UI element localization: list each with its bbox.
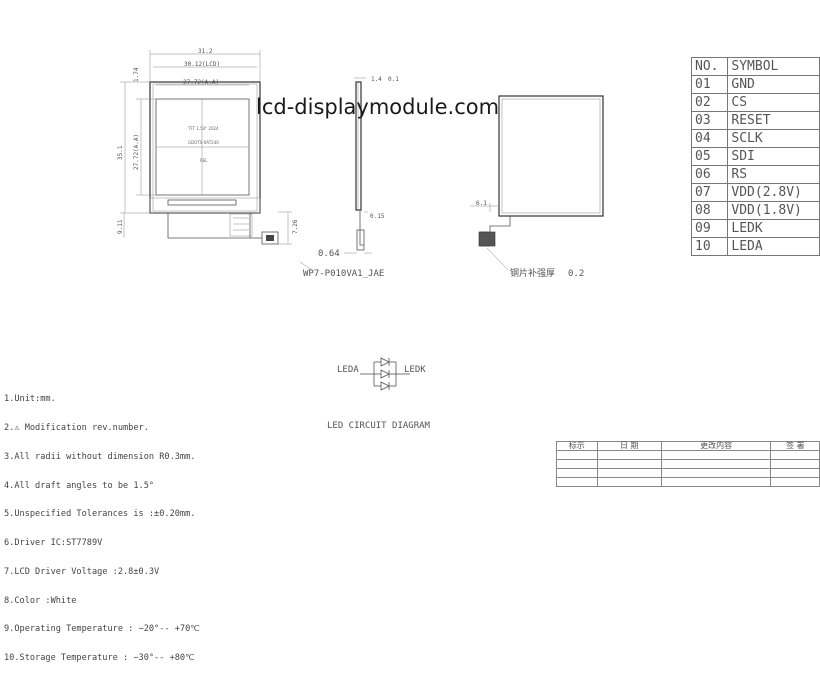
rev-col-date: 日 期	[596, 441, 662, 451]
table-row	[556, 450, 820, 460]
led-diode-1	[374, 357, 396, 367]
header-symbol: SYMBOL	[727, 57, 820, 76]
pin-no: 04	[690, 129, 729, 148]
led-label-leda: LEDA	[337, 365, 359, 375]
pin-no: 02	[690, 93, 729, 112]
pin-no: 08	[690, 201, 729, 220]
dim-width-total: 31.2	[198, 48, 213, 55]
revision-header: 标示 日 期 更改内容 签 署	[556, 441, 820, 451]
pin-no: 07	[690, 183, 729, 202]
pin-symbol: VDD(1.8V)	[727, 201, 820, 220]
dim-height-aa: 27.72(A.A)	[133, 134, 140, 170]
rev-col-sign: 签 署	[770, 441, 820, 451]
pin-no: 05	[690, 147, 729, 166]
side-dim-thickness: 1.4	[371, 76, 382, 83]
rev-col-mark: 标示	[556, 441, 598, 451]
pin-no: 06	[690, 165, 729, 184]
rev-col-content: 更改内容	[660, 441, 772, 451]
dim-bottom: 9.11	[117, 219, 124, 234]
pin-symbol: RS	[727, 165, 820, 184]
revision-table: 标示 日 期 更改内容 签 署	[556, 441, 820, 487]
note-line: 6.Driver IC:ST7789V	[4, 538, 103, 549]
pin-no: 03	[690, 111, 729, 130]
note-line: 1.Unit:mm.	[4, 394, 56, 405]
screen-text-1: TFT 1.54" 2024	[187, 126, 219, 131]
pin-symbol: RESET	[727, 111, 820, 130]
dim-top-offset: 1.74	[133, 67, 140, 82]
fpc-part-number: WP7-P010VA1_JAE	[303, 269, 384, 279]
dim-width-lcd: 30.12(LCD)	[184, 61, 220, 68]
back-dim-left: 6.1	[476, 200, 487, 207]
table-row	[556, 459, 820, 469]
pin-symbol: LEDK	[727, 219, 820, 238]
note-line: 3.All radii without dimension R0.3mm.	[4, 451, 196, 462]
pin-symbol: SDI	[727, 147, 820, 166]
pin-symbol: SCLK	[727, 129, 820, 148]
side-dim-fpc-thick: 0.15	[370, 213, 385, 220]
led-circuit-title: LED CIRCUIT DIAGRAM	[327, 421, 431, 431]
note-line: 8.Color :White	[4, 595, 77, 606]
side-view: 1.4 0.1 0.15 0.64 WP7-P010VA1_JAE	[299, 76, 399, 279]
stiffener-label: 钢片补强厚	[510, 267, 555, 279]
mechanical-drawing: TFT 1.54" 2024 GDOTS-0AT240 REL 31.2 30.…	[117, 48, 604, 431]
header-no: NO.	[690, 57, 729, 76]
note-line: 10.Storage Temperature : −30°-- +80℃	[4, 653, 195, 664]
table-row	[556, 468, 820, 478]
pin-symbol: LEDA	[727, 237, 820, 256]
front-view: TFT 1.54" 2024 GDOTS-0AT240 REL 31.2 30.…	[117, 48, 299, 245]
table-row	[556, 477, 820, 487]
note-line: 5.Unspecified Tolerances is :±0.20mm.	[4, 509, 196, 520]
led-circuit: LEDA LEDK LED CIRCUIT DIAGRAM	[327, 357, 431, 431]
pin-symbol: VDD(2.8V)	[727, 183, 820, 202]
dim-height-total: 35.1	[117, 145, 124, 160]
led-label-ledk: LEDK	[404, 365, 426, 375]
pin-symbol: CS	[727, 93, 820, 112]
note-line: 9.Operating Temperature : −20°-- +70℃	[4, 624, 200, 635]
pin-symbol: GND	[727, 75, 820, 94]
screen-text-2: GDOTS-0AT240	[188, 140, 219, 145]
pin-table-header: NO. SYMBOL	[690, 57, 820, 76]
screen-text-3: REL	[200, 158, 208, 163]
dim-fpc: 7.26	[292, 219, 299, 234]
back-view: 6.1 钢片补强厚 0.2	[470, 95, 604, 279]
watermark: lcd-displaymodule.com	[256, 95, 500, 119]
pin-no: 01	[690, 75, 729, 94]
note-line: 7.LCD Driver Voltage :2.8±0.3V	[4, 566, 160, 577]
led-diode-3	[374, 381, 396, 391]
notes-block: 1.Unit:mm. 2.⚠ Modification rev.number. …	[4, 376, 200, 673]
side-dim-thickness-tol: 0.1	[388, 76, 399, 83]
side-dim-bottom: 0.64	[318, 249, 340, 259]
pin-no: 10	[690, 237, 729, 256]
note-line: 2.⚠ Modification rev.number.	[4, 422, 149, 433]
dim-width-aa: 27.72(A.A)	[183, 79, 219, 86]
note-line: 4.All draft angles to be 1.5°	[4, 480, 155, 491]
led-diode-2	[374, 369, 396, 379]
pin-no: 09	[690, 219, 729, 238]
stiffener-value: 0.2	[568, 269, 584, 279]
